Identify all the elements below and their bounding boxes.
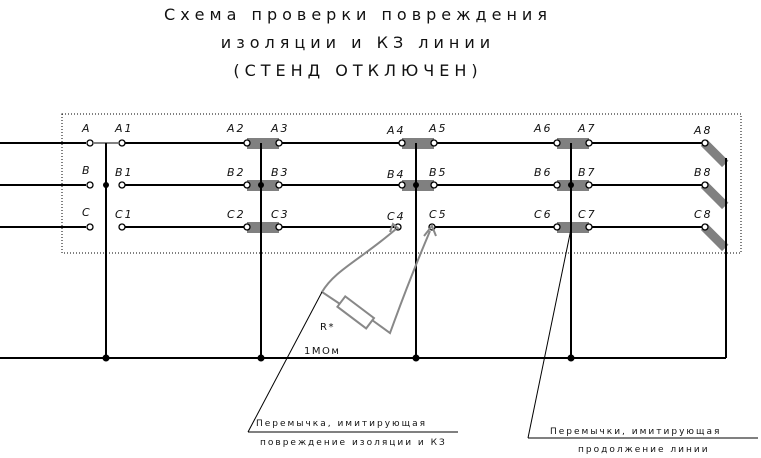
label-a2: A2 xyxy=(226,122,246,135)
resistor-value: 1МОм xyxy=(304,346,340,357)
label-c1: C1 xyxy=(115,208,134,221)
title-line-3: (СТЕНД ОТКЛЮЧЕН) xyxy=(233,61,482,80)
label-a8: A8 xyxy=(693,124,713,137)
label-c2: C2 xyxy=(227,208,246,221)
bus-nodes xyxy=(102,182,575,362)
note-cont-line2: продолжение линии xyxy=(578,445,710,455)
label-b6: B6 xyxy=(534,166,553,179)
stand-boundary xyxy=(61,113,742,254)
title-line-1: Схема проверки повреждения xyxy=(164,5,552,24)
section-a-1 xyxy=(247,138,279,149)
resistor-label: R* xyxy=(320,322,335,333)
label-a: A xyxy=(81,122,92,135)
label-c3: C3 xyxy=(271,208,290,221)
label-b1: B1 xyxy=(115,166,134,179)
label-a7: A7 xyxy=(577,122,597,135)
label-b4: B4 xyxy=(387,168,406,181)
label-a1: A1 xyxy=(114,122,134,135)
note-cont-line1: Перемычки, имитирующая xyxy=(550,427,721,437)
notes: Перемычка, имитирующая повреждение изоля… xyxy=(256,419,721,455)
resistor-r-star xyxy=(336,294,376,330)
note-fault-line2: повреждение изоляции и КЗ xyxy=(260,438,447,448)
section-a-3 xyxy=(557,138,589,149)
leader-lines xyxy=(247,228,758,439)
label-b7: B7 xyxy=(578,166,597,179)
vertical-drops xyxy=(105,143,727,358)
label-a5: A5 xyxy=(428,122,448,135)
label-b8: B8 xyxy=(694,166,713,179)
label-b2: B2 xyxy=(227,166,246,179)
label-c8: C8 xyxy=(694,208,713,221)
terminal-labels: A B C A1 A2 A3 A4 A5 A6 A7 A8 B1 B2 B3 B… xyxy=(81,122,713,223)
label-c7: C7 xyxy=(578,208,597,221)
label-a4: A4 xyxy=(386,124,406,137)
note-fault-line1: Перемычка, имитирующая xyxy=(256,419,427,429)
section-c-3 xyxy=(557,222,589,233)
label-a3: A3 xyxy=(270,122,290,135)
label-c: C xyxy=(82,206,92,219)
incoming-lines xyxy=(0,142,86,228)
phase-buses xyxy=(125,142,704,228)
terminals xyxy=(86,139,709,231)
end-jumpers xyxy=(700,139,729,252)
label-c6: C6 xyxy=(534,208,553,221)
diagram-title: Схема проверки повреждения изоляции и КЗ… xyxy=(164,5,552,80)
label-b3: B3 xyxy=(271,166,290,179)
section-a-2 xyxy=(402,138,434,149)
label-b5: B5 xyxy=(429,166,448,179)
title-line-2: изоляции и КЗ линии xyxy=(221,33,495,52)
label-c4: C4 xyxy=(387,210,406,223)
fault-jumper: R* 1МОм xyxy=(304,222,437,357)
section-c-1 xyxy=(247,222,279,233)
label-b: B xyxy=(82,164,92,177)
label-a6: A6 xyxy=(533,122,553,135)
label-c5: C5 xyxy=(429,208,448,221)
